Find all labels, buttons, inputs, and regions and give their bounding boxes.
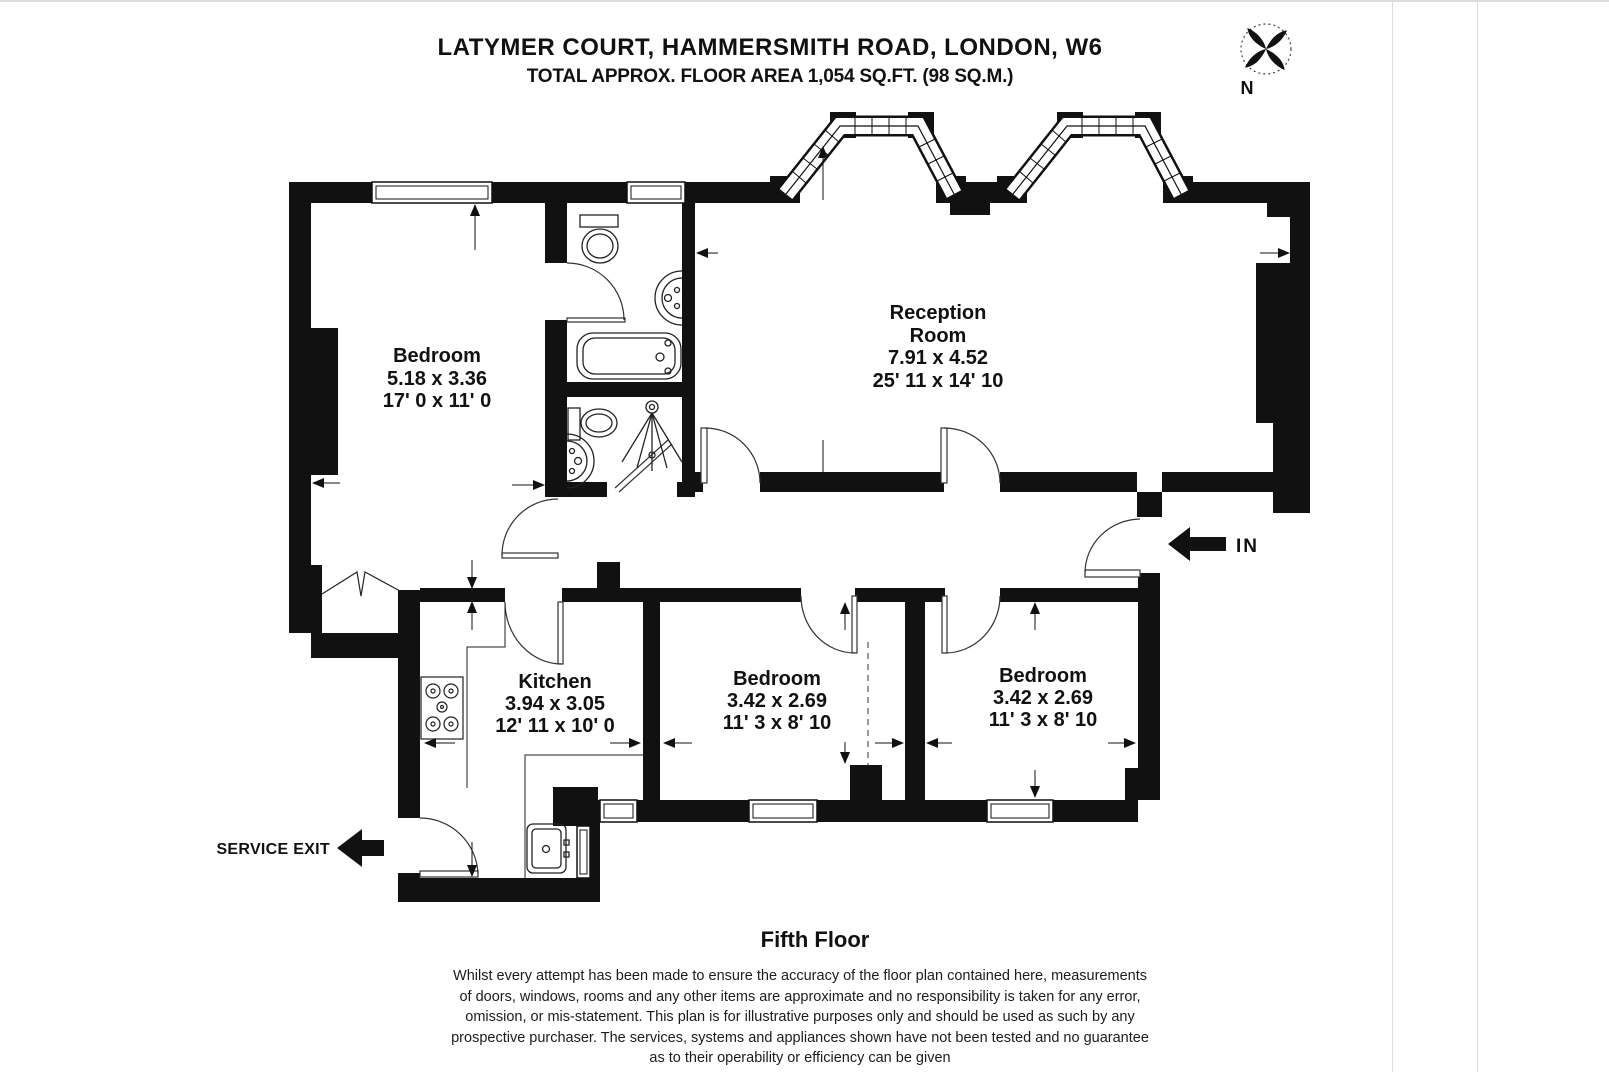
disclaimer-line: Whilst every attempt has been made to en…	[453, 968, 1147, 984]
entrance-arrow	[1168, 527, 1226, 561]
door	[940, 427, 1001, 484]
dimension-arrow	[424, 738, 455, 748]
dimension-arrow	[926, 738, 952, 748]
windows	[371, 181, 1054, 879]
svg-text:3.42 x 2.69: 3.42 x 2.69	[993, 687, 1093, 709]
svg-text:3.94 x 3.05: 3.94 x 3.05	[505, 693, 605, 715]
shower-door	[614, 439, 673, 493]
dimension-arrow	[1260, 248, 1290, 258]
page-subtitle: TOTAL APPROX. FLOOR AREA 1,054 SQ.FT. (9…	[527, 66, 1014, 87]
sink	[526, 823, 570, 874]
window	[986, 799, 1054, 823]
dimension-arrow	[1030, 602, 1040, 630]
scan-artifact-line	[1477, 0, 1478, 1072]
page-title: LATYMER COURT, HAMMERSMITH ROAD, LONDON,…	[437, 34, 1102, 61]
svg-text:17' 0 x 11' 0: 17' 0 x 11' 0	[383, 390, 492, 412]
svg-text:3.42 x 2.69: 3.42 x 2.69	[727, 690, 827, 712]
bay-window	[777, 115, 964, 201]
walls	[289, 112, 1310, 902]
dimension-arrow	[512, 480, 545, 490]
dimension-arrow	[840, 742, 850, 764]
compass-icon: N	[1240, 23, 1292, 98]
scan-artifact-line	[0, 0, 1609, 2]
svg-text:Room: Room	[910, 325, 967, 347]
room-label-bedroom2: Bedroom 3.42 x 2.69 11' 3 x 8' 10	[723, 668, 832, 734]
closet-doors	[321, 571, 401, 597]
window	[626, 181, 686, 204]
basin	[654, 270, 683, 326]
window	[371, 181, 493, 204]
room-labels: Bedroom 5.18 x 3.36 17' 0 x 11' 0 Recept…	[383, 302, 1098, 737]
room-label-reception: Reception Room 7.91 x 4.52 25' 11 x 14' …	[873, 302, 1004, 392]
dimension-arrow	[467, 842, 477, 877]
entrance-door	[1084, 518, 1141, 578]
scan-artifact-line	[1392, 0, 1393, 1072]
svg-text:Bedroom: Bedroom	[999, 665, 1087, 687]
door	[800, 595, 858, 654]
room-label-bedroom3: Bedroom 3.42 x 2.69 11' 3 x 8' 10	[989, 665, 1098, 731]
door	[941, 595, 1001, 654]
svg-text:Bedroom: Bedroom	[733, 668, 821, 690]
service-door	[419, 817, 479, 878]
svg-text:Reception: Reception	[890, 302, 987, 324]
svg-text:Bedroom: Bedroom	[393, 345, 481, 367]
dimension-arrow	[818, 440, 828, 491]
disclaimer: Whilst every attempt has been made to en…	[300, 966, 1300, 1069]
disclaimer-line: as to their operability or efficiency ca…	[649, 1050, 951, 1066]
svg-text:7.91 x 4.52: 7.91 x 4.52	[888, 347, 988, 369]
bay-window	[1004, 115, 1191, 201]
svg-text:Kitchen: Kitchen	[518, 671, 591, 693]
disclaimer-line: prospective purchaser. The services, sys…	[451, 1029, 1149, 1046]
door	[566, 262, 626, 323]
service-exit-arrow	[337, 829, 384, 867]
fixtures	[420, 214, 683, 878]
dimension-arrow	[1108, 738, 1136, 748]
svg-text:11' 3 x 8' 10: 11' 3 x 8' 10	[989, 709, 1098, 731]
dimension-arrow	[467, 601, 477, 630]
hob	[420, 676, 464, 740]
toilet	[567, 407, 618, 441]
dimension-arrow	[312, 478, 340, 488]
dimension-arrow	[696, 248, 718, 258]
dimension-arrow	[1030, 770, 1040, 798]
basin	[566, 433, 595, 489]
dimension-arrow	[818, 146, 828, 200]
window	[599, 799, 638, 823]
compass-north-label: N	[1241, 78, 1254, 98]
dimension-arrow	[840, 602, 850, 630]
service-exit-label: SERVICE EXIT	[216, 841, 330, 858]
toilet	[579, 214, 619, 264]
dimension-arrow	[610, 738, 641, 748]
dimension-arrow	[663, 738, 692, 748]
svg-text:11' 3 x 8' 10: 11' 3 x 8' 10	[723, 712, 832, 734]
dimension-arrow	[467, 560, 477, 589]
room-label-bedroom1: Bedroom 5.18 x 3.36 17' 0 x 11' 0	[383, 345, 492, 412]
svg-text:12' 11 x 10' 0: 12' 11 x 10' 0	[495, 715, 615, 737]
dimension-arrow	[875, 738, 904, 748]
svg-text:5.18 x 3.36: 5.18 x 3.36	[387, 368, 487, 390]
svg-text:25' 11 x 14' 10: 25' 11 x 14' 10	[873, 370, 1004, 392]
door	[700, 427, 761, 484]
floor-label: Fifth Floor	[761, 927, 870, 952]
disclaimer-line: omission, or mis-statement. This plan is…	[465, 1009, 1135, 1025]
bathtub	[576, 332, 682, 380]
dimension-arrows	[312, 146, 1290, 877]
dimension-arrow	[470, 204, 480, 250]
window	[576, 825, 591, 879]
entrance-label: IN	[1236, 536, 1259, 557]
disclaimer-line: of doors, windows, rooms and any other i…	[459, 988, 1141, 1005]
window	[748, 799, 818, 823]
door	[504, 601, 564, 665]
room-label-kitchen: Kitchen 3.94 x 3.05 12' 11 x 10' 0	[495, 671, 615, 737]
door	[501, 498, 559, 559]
kitchen-counter	[466, 602, 643, 878]
doors	[321, 262, 1141, 878]
shower	[621, 400, 683, 471]
